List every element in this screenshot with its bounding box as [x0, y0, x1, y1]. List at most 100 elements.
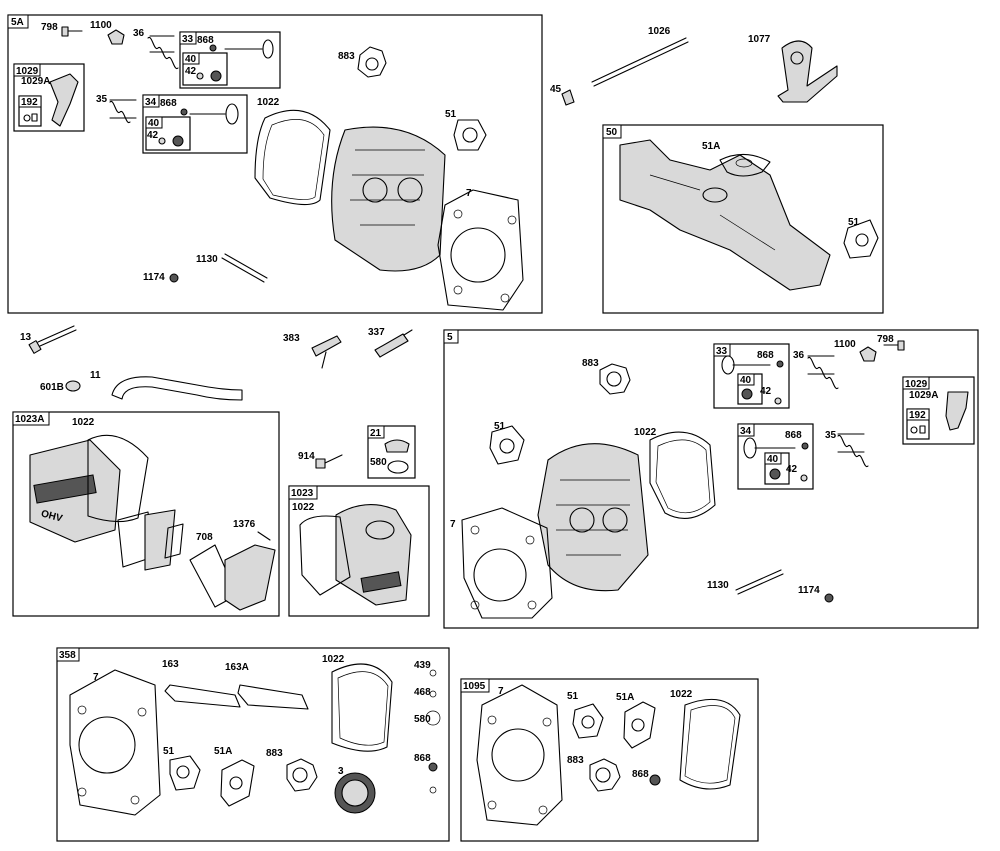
label-439: 439: [414, 660, 431, 671]
valve-868-lower-left: [158, 103, 239, 147]
rocker-nut-1100-right: [859, 346, 877, 362]
bracket-1077: [777, 40, 838, 103]
label-868: 868: [197, 35, 214, 46]
label-1130: 1130: [196, 254, 218, 265]
label-51A: 51A: [702, 141, 720, 152]
head-gasket-7-left: [437, 189, 524, 311]
svg-text:1029: 1029: [905, 379, 928, 390]
label-1022: 1022: [634, 427, 657, 438]
gasket-883-left: [357, 46, 387, 78]
small-parts-358: [425, 669, 441, 794]
group-1023A: 1023A: [12, 411, 280, 617]
label-35: 35: [96, 94, 108, 105]
valve-45: [561, 89, 575, 106]
bolt-13: [28, 325, 77, 354]
gasket-51A-1095: [623, 701, 656, 749]
part-labels: 798 1100 36 868 42 1029A 35 868 42 883 1…: [20, 20, 938, 780]
label-468: 468: [414, 687, 431, 698]
group-21: 21: [367, 425, 416, 479]
label-798: 798: [41, 22, 58, 33]
svg-text:40: 40: [740, 375, 752, 386]
rocker-nut-1100-left: [107, 29, 125, 45]
svg-text:33: 33: [716, 346, 728, 357]
label-45: 45: [550, 84, 562, 95]
hose-11: [111, 376, 243, 401]
group-33-right: 33 40: [713, 343, 790, 409]
gasket-1022-right: [649, 431, 716, 519]
svg-text:34: 34: [740, 426, 752, 437]
head-gasket-7-1095: [476, 684, 563, 826]
bolt-798-left: [61, 26, 83, 37]
svg-text:192: 192: [21, 97, 38, 108]
gasket-1022-1095: [679, 698, 741, 790]
gasket-883-right: [599, 363, 631, 395]
label-7: 7: [93, 672, 99, 683]
label-883: 883: [567, 755, 584, 766]
spring-35-left: [109, 99, 137, 124]
label-42: 42: [786, 464, 798, 475]
seal-868-1095: [649, 774, 661, 786]
label-7: 7: [498, 686, 504, 697]
gasket-1022-358: [331, 663, 393, 752]
spark-plug-337: [374, 329, 413, 358]
fuel-line-383: [311, 335, 342, 369]
label-7: 7: [450, 519, 456, 530]
gasket-163: [164, 684, 241, 708]
label-1174: 1174: [143, 272, 165, 283]
svg-text:1023A: 1023A: [15, 414, 44, 425]
label-1022: 1022: [257, 97, 280, 108]
svg-text:1029: 1029: [16, 66, 39, 77]
nut-1174-right: [824, 593, 834, 603]
label-1026: 1026: [648, 26, 671, 37]
stud-1130-left: [221, 253, 268, 283]
label-36: 36: [133, 28, 145, 39]
svg-text:40: 40: [148, 118, 160, 129]
gasket-1022-left: [254, 109, 331, 206]
rocker-arm-1029A-right: [910, 391, 969, 434]
label-51A: 51A: [616, 692, 634, 703]
valve-868-lower-right: [743, 437, 809, 482]
spring-36-left: [147, 35, 179, 70]
label-1100: 1100: [834, 339, 856, 350]
label-1022: 1022: [292, 502, 315, 513]
label-868: 868: [632, 769, 649, 780]
rocker-arm-1029A-left: [23, 73, 79, 127]
label-868: 868: [414, 753, 431, 764]
group-1029-left: 1029 192: [13, 63, 85, 132]
svg-text:21: 21: [370, 428, 382, 439]
svg-text:1095: 1095: [463, 681, 486, 692]
group-5A: 5A: [7, 14, 543, 314]
breather-parts-1023A: [117, 509, 184, 571]
label-3: 3: [338, 766, 344, 777]
cylinder-head-left: [331, 126, 446, 272]
gasket-1022-1023A: [87, 434, 149, 523]
oil-cap-21: [384, 439, 410, 474]
gasket-163A: [237, 684, 309, 710]
svg-text:40: 40: [767, 454, 779, 465]
svg-text:5: 5: [447, 332, 453, 343]
label-1022: 1022: [72, 417, 95, 428]
label-1029A: 1029A: [21, 76, 50, 87]
group-50: 50: [602, 124, 884, 314]
gasket-51-358: [169, 755, 201, 791]
label-580: 580: [370, 457, 387, 468]
gasket-51-1095: [572, 703, 604, 739]
clamp-601B: [65, 380, 81, 392]
spring-36-right: [807, 355, 839, 390]
label-51: 51: [494, 421, 506, 432]
label-42: 42: [185, 66, 197, 77]
gasket-51-top: [843, 219, 879, 259]
label-1100: 1100: [90, 20, 112, 31]
label-1022: 1022: [322, 654, 345, 665]
label-1376: 1376: [233, 519, 256, 530]
valve-cover-1023: [335, 504, 412, 606]
bolt-798-right: [883, 340, 905, 351]
label-798: 798: [877, 334, 894, 345]
seal-3-358: [334, 772, 376, 814]
svg-text:33: 33: [182, 34, 194, 45]
breather-cover-1376: [224, 531, 276, 611]
valve-868-left: [196, 39, 274, 82]
label-51: 51: [848, 217, 860, 228]
pushrod-1026: [591, 37, 689, 87]
